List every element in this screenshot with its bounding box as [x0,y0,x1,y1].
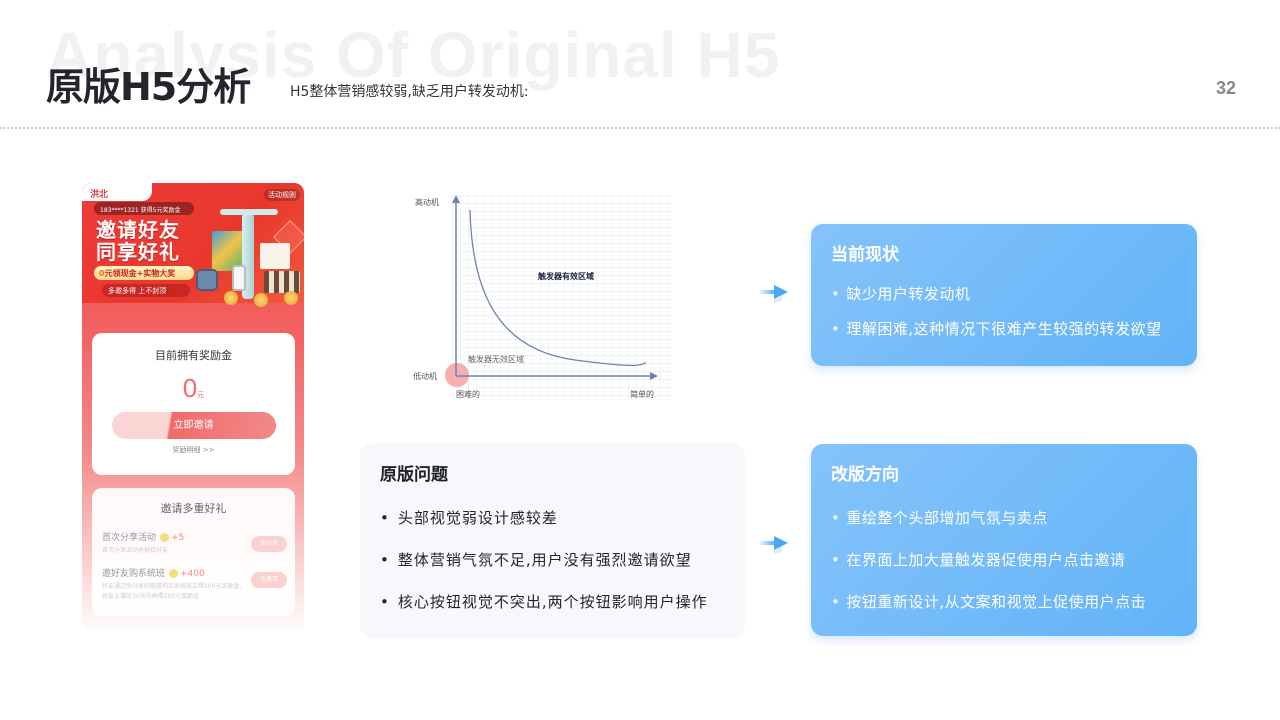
task-title: 邀好友购系统班 [102,569,166,579]
reward-amount-value: 0 [182,373,198,403]
coin-icon [224,291,238,305]
invite-button[interactable]: 去邀请 [251,572,287,588]
y-label-high: 高动机 [415,198,439,207]
list-item: 头部视觉弱设计感较差 [380,507,745,549]
promo-pill: 0元领现金+实物大奖 [94,266,194,280]
direction-title: 改版方向 [831,465,899,485]
direction-list: 重绘整个头部增加气氛与卖点 在界面上加大量触发器促使用户点击邀请 按钮重新设计,… [831,507,1197,633]
banner-headline: 邀请好友 同享好礼 [96,219,180,263]
invite-now-button[interactable]: 立即邀请 [111,412,276,439]
task-points: +5 [171,533,185,543]
page-subtitle: H5整体营销感较弱,缺乏用户转发动机: [290,84,529,100]
reward-detail-link[interactable]: 奖励明细 >> [172,446,215,454]
problems-title: 原版问题 [380,465,448,485]
low-zone-marker-icon [445,363,469,387]
h5-phone-mockup: 洪北网校 活动规则 183****1321 获得5元奖励金 邀请好友 同享好礼 … [82,183,304,673]
task-points: +400 [180,569,205,579]
coin-icon [284,291,298,305]
y-axis-arrow-icon [452,195,460,203]
coin-icon [169,569,179,578]
redesign-direction-card: 改版方向 重绘整个头部增加气氛与卖点 在界面上加大量触发器促使用户点击邀请 按钮… [811,444,1197,636]
arrow-right-icon [760,536,788,554]
action-line-curve [469,209,647,367]
gifts-card: 邀请多重好礼 首次分享活动 +5 首次分享活动再报给好友 去分享 邀好友购系统班 +… [92,488,295,616]
chart-svg [445,195,658,387]
problems-list: 头部视觉弱设计感较差 整体营销气氛不足,用户没有强烈邀请欲望 核心按钮视觉不突出… [380,507,745,633]
list-item: 在界面上加大量触发器促使用户点击邀请 [831,549,1197,591]
faded-card [92,630,295,660]
rules-button[interactable]: 活动规则 [264,189,300,201]
y-label-low: 低动机 [413,372,437,381]
task-item: 首次分享活动 +5 首次分享活动再报给好友 去分享 [102,530,287,556]
promo-text: 元领现金+实物大奖 [104,269,176,278]
reward-title: 目前拥有奖励金 [155,349,232,362]
status-list: 缺少用户转发动机 理解困难,这种情况下很难产生较强的转发欲望 [831,283,1197,353]
promo-sub-pill: 多邀多得 上不封顶 [102,284,190,297]
user-reward-pill: 183****1321 获得5元奖励金 [94,202,194,215]
reward-unit: 元 [197,392,205,399]
lamp-arm-icon [220,209,278,215]
task-name: 邀好友购系统班 +400 [102,566,287,579]
header-divider [0,127,1280,129]
book-icon [260,243,290,269]
task-desc: 首次分享活动再报给好友 [102,547,169,554]
phone-banner: 洪北网校 活动规则 183****1321 获得5元奖励金 邀请好友 同享好礼 … [82,183,304,307]
page-title: 原版H5分析 [46,65,251,109]
list-item: 按钮重新设计,从文案和视觉上促使用户点击 [831,591,1197,633]
phone-device-icon [232,265,246,291]
headline-line1: 邀请好友 [96,218,180,242]
task-name: 首次分享活动 +5 [102,530,287,543]
current-status-card: 当前现状 缺少用户转发动机 理解困难,这种情况下很难产生较强的转发欲望 [811,224,1197,366]
list-item: 理解困难,这种情况下很难产生较强的转发欲望 [831,318,1197,353]
list-item: 缺少用户转发动机 [831,283,1197,318]
task-title: 首次分享活动 [102,533,157,543]
x-axis-arrow-icon [650,372,658,380]
coin-icon [254,293,268,307]
x-label-end: 简单的 [630,390,654,399]
books-icon [212,231,246,271]
share-button[interactable]: 去分享 [251,536,287,552]
task-item: 邀好友购系统班 +400 好友通过你分享的链接购买系统班立得200元奖励金,好友上… [102,566,287,602]
list-item: 核心按钮视觉不突出,两个按钮影响用户操作 [380,591,745,633]
motivation-ability-chart: 高动机 低动机 困难的 简单的 触发器有效区域 触发器无效区域 [400,185,680,410]
task-desc: 好友通过你分享的链接购买系统班立得200元奖励金,好友上课后30天内再得200元… [102,583,242,600]
list-item: 整体营销气氛不足,用户没有强烈邀请欲望 [380,549,745,591]
promo-zero: 0 [99,269,105,278]
headline-line2: 同享好礼 [96,240,180,264]
prize-illustration [194,203,304,307]
reward-card: 目前拥有奖励金 0元 立即邀请 奖励明细 >> [92,333,295,475]
gifts-title: 邀请多重好礼 [160,502,227,515]
effective-zone-label: 触发器有效区域 [538,272,594,281]
brand-logo: 洪北网校 [82,183,152,201]
brand-part1: 洪北 [90,190,109,200]
coin-icon [160,533,170,542]
page-number: 32 [1215,78,1236,98]
smartwatch-icon [196,269,218,291]
chessboard-icon [264,271,300,293]
reward-amount: 0元 [92,373,295,404]
watermark-title: Analysis Of Original H5 [46,19,781,91]
list-item: 重绘整个头部增加气氛与卖点 [831,507,1197,549]
x-label-start: 困难的 [456,390,480,399]
status-title: 当前现状 [831,245,899,265]
problems-card: 原版问题 头部视觉弱设计感较差 整体营销气氛不足,用户没有强烈邀请欲望 核心按钮… [360,443,745,638]
ineffective-zone-label: 触发器无效区域 [468,355,524,364]
arrow-right-icon [760,285,788,303]
